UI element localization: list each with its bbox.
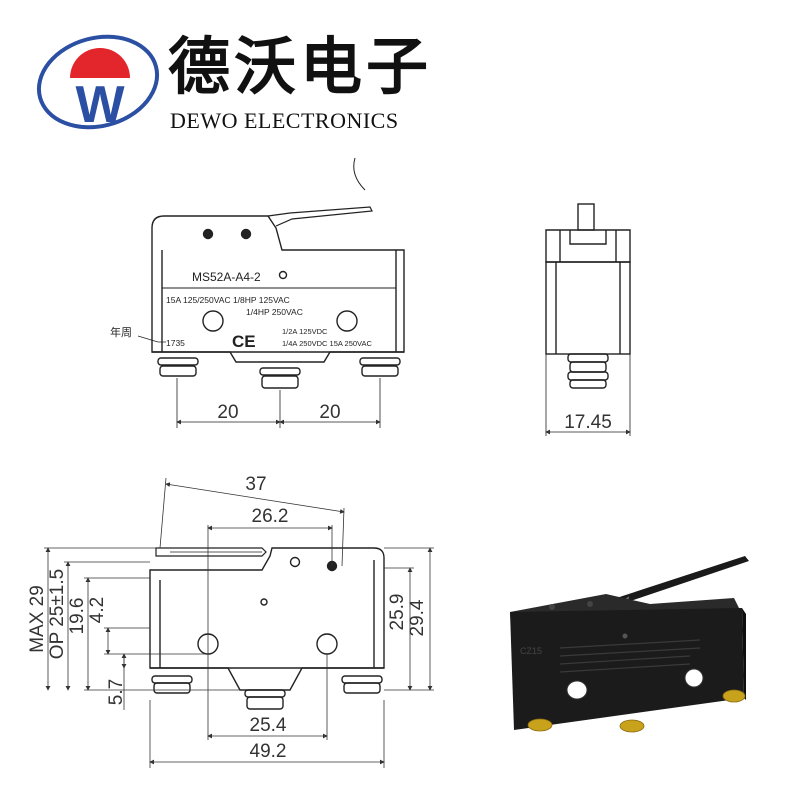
dim-front-left: 20 <box>217 402 238 423</box>
dim-19-6: 19.6 <box>67 598 88 635</box>
dimension-view <box>149 547 385 710</box>
logo-letter: W <box>75 76 125 130</box>
rating-line-1: 15A 125/250VAC 1/8HP 125VAC <box>166 295 290 305</box>
dim-29-4: 29.4 <box>407 599 428 636</box>
terminal-middle <box>259 367 301 389</box>
front-view <box>137 157 405 428</box>
dim-25-9: 25.9 <box>387 594 408 631</box>
rating-line-3: 1/2A 125VDC <box>282 327 328 336</box>
dim-front-right: 20 <box>319 402 340 423</box>
dim-37: 37 <box>245 474 266 495</box>
brand-name-en: DEWO ELECTRONICS <box>170 108 399 133</box>
brand-name-cn: 德沃电子 <box>168 30 433 103</box>
rating-line-4: 1/4A 250VDC 15A 250VAC <box>282 339 373 348</box>
dim-op: OP 25±1.5 <box>47 569 68 659</box>
photo-label-code: CZ15 <box>520 646 542 656</box>
model-label: MS52A-A4-2 <box>192 270 261 284</box>
dim-49-2: 49.2 <box>250 741 287 762</box>
dim-5-7: 5.7 <box>106 679 127 705</box>
dewo-logo-icon: W <box>36 34 160 130</box>
ce-mark: CE <box>232 332 256 351</box>
side-view <box>545 203 631 436</box>
terminal-left <box>157 357 199 377</box>
date-code: 1735 <box>166 338 185 348</box>
rating-line-2: 1/4HP 250VAC <box>246 307 303 317</box>
dim-max-29: MAX 29 <box>27 585 48 653</box>
dim-side-width: 17.45 <box>564 412 612 433</box>
date-code-label: 年周 <box>110 325 132 339</box>
dim-25-4: 25.4 <box>250 715 287 736</box>
brand-header: W 德沃电子 DEWO ELECTRONICS <box>0 0 800 140</box>
product-photo: CZ15 <box>510 556 749 733</box>
terminal-right <box>359 357 401 377</box>
dim-4-2: 4.2 <box>87 597 108 623</box>
dim-26-2: 26.2 <box>252 506 289 527</box>
